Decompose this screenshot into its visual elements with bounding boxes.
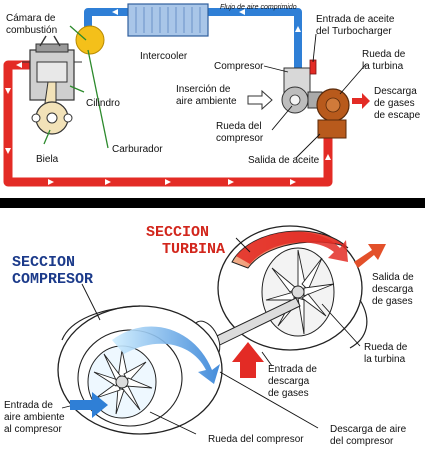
top-engine-diagram	[3, 3, 370, 187]
ambient-air-inlet-arrow	[70, 392, 108, 418]
compressor-wheel	[93, 349, 153, 415]
air-flow-arrows	[112, 9, 301, 32]
label-biela: Biela	[36, 154, 59, 165]
intercooler	[127, 3, 209, 37]
label-cilindro: Cilindro	[86, 98, 120, 109]
section-divider	[0, 198, 425, 208]
bottom-labels: Salida de descarga de gases Rueda de la …	[4, 272, 416, 447]
carburetor	[75, 25, 105, 55]
label-camara-combustion: Cámara de combustión	[6, 13, 58, 36]
exhaust-outlet-arrow	[354, 244, 386, 268]
compressor-housing	[57, 305, 223, 435]
label-rueda-turbina-bottom: Rueda de la turbina	[364, 342, 410, 365]
top-labels: Cámara de combustión Flujo de aire compr…	[6, 4, 421, 166]
label-rueda-compresor-bottom: Rueda del compresor	[208, 434, 304, 445]
label-entrada-descarga: Entrada de descarga de gases	[268, 364, 320, 399]
label-entrada-aceite: Entrada de aceite del Turbocharger	[316, 14, 397, 37]
label-intercooler: Intercooler	[140, 51, 188, 62]
top-turbocharger	[281, 59, 350, 139]
exhaust-flow-arrows	[5, 62, 331, 185]
label-rueda-turbina-top: Rueda de la turbina	[362, 49, 408, 72]
label-salida-descarga: Salida de descarga de gases	[372, 272, 416, 307]
title-seccion-turbina: SECCION TURBINA	[146, 224, 225, 258]
label-carburador: Carburador	[112, 144, 163, 155]
label-compresor: Compresor	[214, 61, 264, 72]
label-flujo-aire: Flujo de aire comprimido	[220, 4, 297, 11]
title-seccion-compresor: SECCION COMPRESOR	[12, 254, 93, 288]
turbine-flow-arrow	[236, 231, 348, 264]
compressor-air-flow	[112, 326, 220, 384]
label-salida-aceite: Salida de aceite	[248, 155, 320, 166]
label-insercion-aire: Inserción de aire ambiente	[176, 84, 237, 107]
label-descarga-escape: Descarga de gases de escape	[374, 86, 421, 121]
exhaust-inlet-arrow	[232, 342, 264, 378]
connecting-rod	[31, 81, 73, 135]
bottom-titles: SECCION COMPRESOR SECCION TURBINA	[12, 224, 225, 288]
ambient-air-arrow	[247, 89, 273, 111]
label-rueda-compresor-top: Rueda del compresor	[216, 121, 264, 144]
label-descarga-aire: Descarga de aire del compresor	[330, 424, 409, 447]
label-entrada-aire-ambiente: Entrada de aire ambiente al compresor	[4, 400, 67, 435]
bottom-turbo-cutaway	[57, 225, 386, 435]
exhaust-discharge-arrow	[352, 93, 370, 109]
